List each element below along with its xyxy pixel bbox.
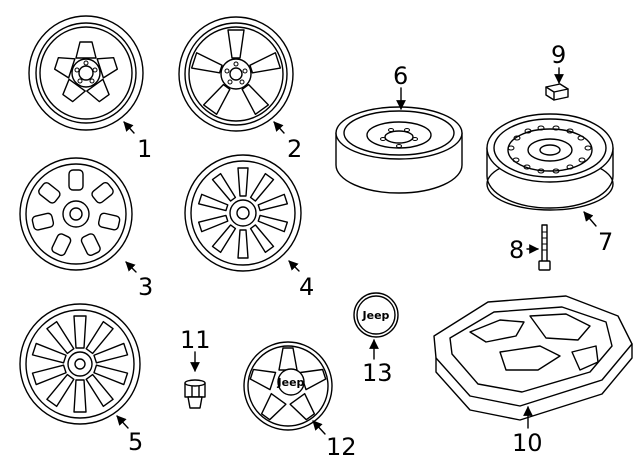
wheel-5-illustration	[19, 303, 141, 425]
leader-5	[116, 415, 129, 429]
weight-9-illustration	[545, 83, 569, 101]
emblem-13-illustration	[353, 292, 399, 338]
leader-1	[123, 121, 135, 134]
callout-13: 13	[362, 359, 393, 387]
callout-10: 10	[512, 429, 543, 457]
callout-4: 4	[299, 273, 314, 301]
leader-12	[312, 420, 326, 435]
callout-12: 12	[326, 433, 357, 461]
callout-8: 8	[509, 236, 524, 264]
lug-nut-11-illustration	[184, 379, 206, 409]
callout-11: 11	[180, 326, 211, 354]
callout-3: 3	[138, 273, 153, 301]
tray-10-illustration	[433, 295, 633, 421]
leader-2	[273, 121, 285, 134]
leader-7	[583, 211, 597, 227]
wheel-1-illustration	[28, 15, 144, 131]
stud-8-illustration	[538, 224, 551, 271]
callout-2: 2	[287, 135, 302, 163]
callout-1: 1	[137, 135, 152, 163]
callout-7: 7	[598, 228, 613, 256]
callout-9: 9	[551, 41, 566, 69]
leader-4	[288, 260, 300, 272]
steel-wheel-7-illustration	[486, 113, 614, 211]
callout-6: 6	[393, 62, 408, 90]
wheel-4-illustration	[184, 154, 302, 272]
center-cap-12-illustration	[243, 341, 333, 431]
wheel-2-illustration	[178, 16, 294, 132]
wheel-3-illustration	[19, 157, 133, 271]
emblem-logo-text: Jeep	[362, 309, 390, 322]
center-cap-logo-text: Jeep	[277, 376, 305, 389]
leader-3	[125, 261, 137, 273]
callout-5: 5	[128, 428, 143, 456]
spare-wheel-6-illustration	[335, 106, 463, 194]
